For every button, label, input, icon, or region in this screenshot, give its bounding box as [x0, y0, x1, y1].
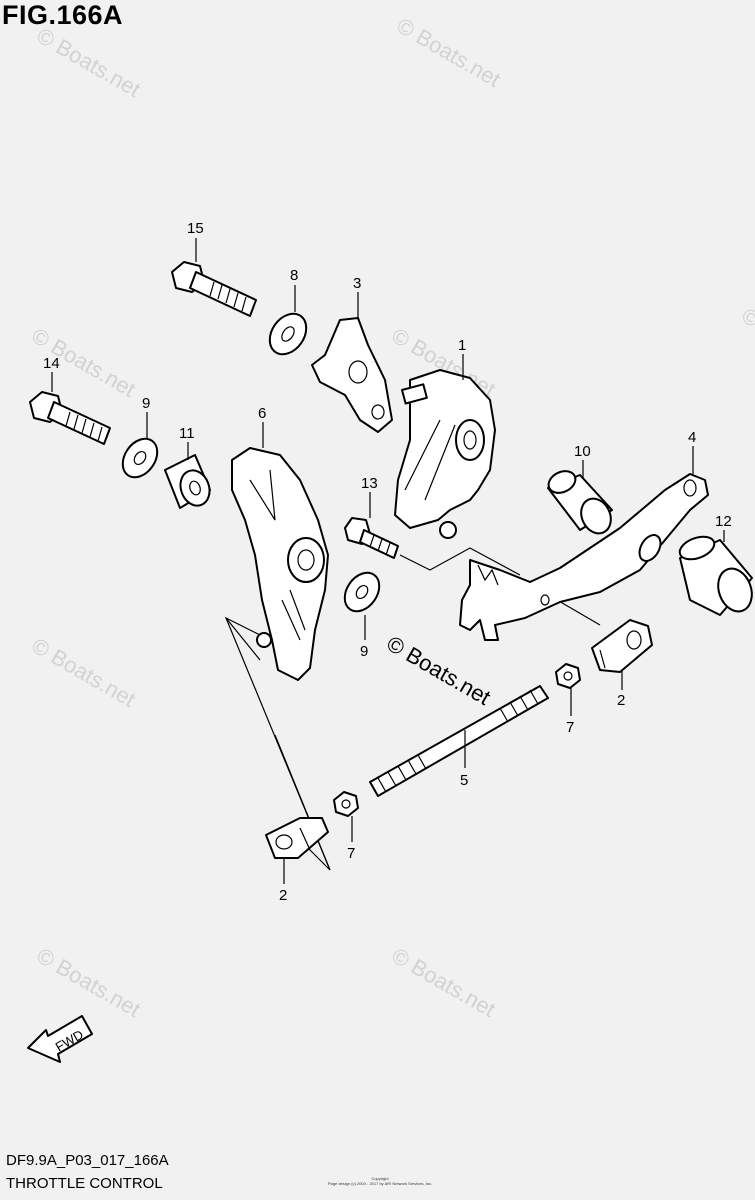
- watermark-text: © Boats.net: [33, 943, 145, 1022]
- callout-6: 6: [258, 405, 266, 422]
- watermark-text: © Boats.net: [33, 23, 145, 102]
- callout-7: 7: [566, 719, 574, 736]
- callout-12: 12: [715, 513, 732, 530]
- part-11-collar: [164, 454, 211, 509]
- part-6-lever: [231, 447, 329, 681]
- figure-name: THROTTLE CONTROL: [6, 1175, 163, 1192]
- watermark-text: © Boats.net: [388, 943, 500, 1022]
- callout-9: 9: [142, 395, 150, 412]
- watermark-text: © Boats.net: [393, 13, 505, 92]
- part-8-washer: [268, 312, 308, 356]
- part-9-washer: [121, 437, 159, 479]
- watermark-text: © Boats.net: [738, 303, 755, 382]
- watermark-main: © Boats.net: [383, 631, 495, 710]
- part-3-bracket: [311, 317, 393, 433]
- callout-10: 10: [574, 443, 591, 460]
- watermark-text: © Boats.net: [28, 633, 140, 712]
- callout-4: 4: [688, 429, 696, 446]
- callout-11: 11: [179, 425, 195, 442]
- callout-2: 2: [617, 692, 625, 709]
- figure-code: DF9.9A_P03_017_166A: [6, 1152, 169, 1169]
- callout-15: 15: [187, 220, 204, 237]
- copyright-note: Copyright Page design (c) 2004 - 2017 by…: [300, 1176, 460, 1186]
- fwd-arrow: FWD: [27, 1015, 93, 1063]
- callout-3: 3: [353, 275, 361, 292]
- callout-2: 2: [279, 887, 287, 904]
- leader-lines: [51, 238, 725, 884]
- part-9-washer: [343, 571, 381, 613]
- part-10-collar: [547, 470, 613, 535]
- part-5-rod: [369, 685, 549, 797]
- callout-7: 7: [347, 845, 355, 862]
- copyright-line-1: Copyright: [371, 1176, 389, 1181]
- callout-13: 13: [361, 475, 378, 492]
- part-14-bolt: [29, 391, 111, 445]
- part-13-bolt: [344, 517, 399, 559]
- part-2-rod-end: [591, 619, 653, 673]
- part-12-collar: [678, 535, 753, 616]
- part-1-lever: [394, 369, 496, 539]
- callout-14: 14: [43, 355, 60, 372]
- part-4-link: [459, 473, 709, 641]
- callout-9: 9: [360, 643, 368, 660]
- copyright-line-2: Page design (c) 2004 - 2017 by ARI Netwo…: [327, 1181, 433, 1186]
- part-7-nut: [555, 663, 581, 689]
- callout-1: 1: [458, 337, 466, 354]
- callout-5: 5: [460, 772, 468, 789]
- callout-8: 8: [290, 267, 298, 284]
- part-7-nut: [333, 791, 359, 817]
- part-15-bolt: [171, 261, 257, 317]
- callouts: 15 8 3 1 14 9 11 6 10 4 13 12 9 2 7 5 7 …: [43, 220, 732, 904]
- figure-title: FIG.166A: [2, 0, 124, 30]
- part-2-rod-end: [265, 817, 329, 859]
